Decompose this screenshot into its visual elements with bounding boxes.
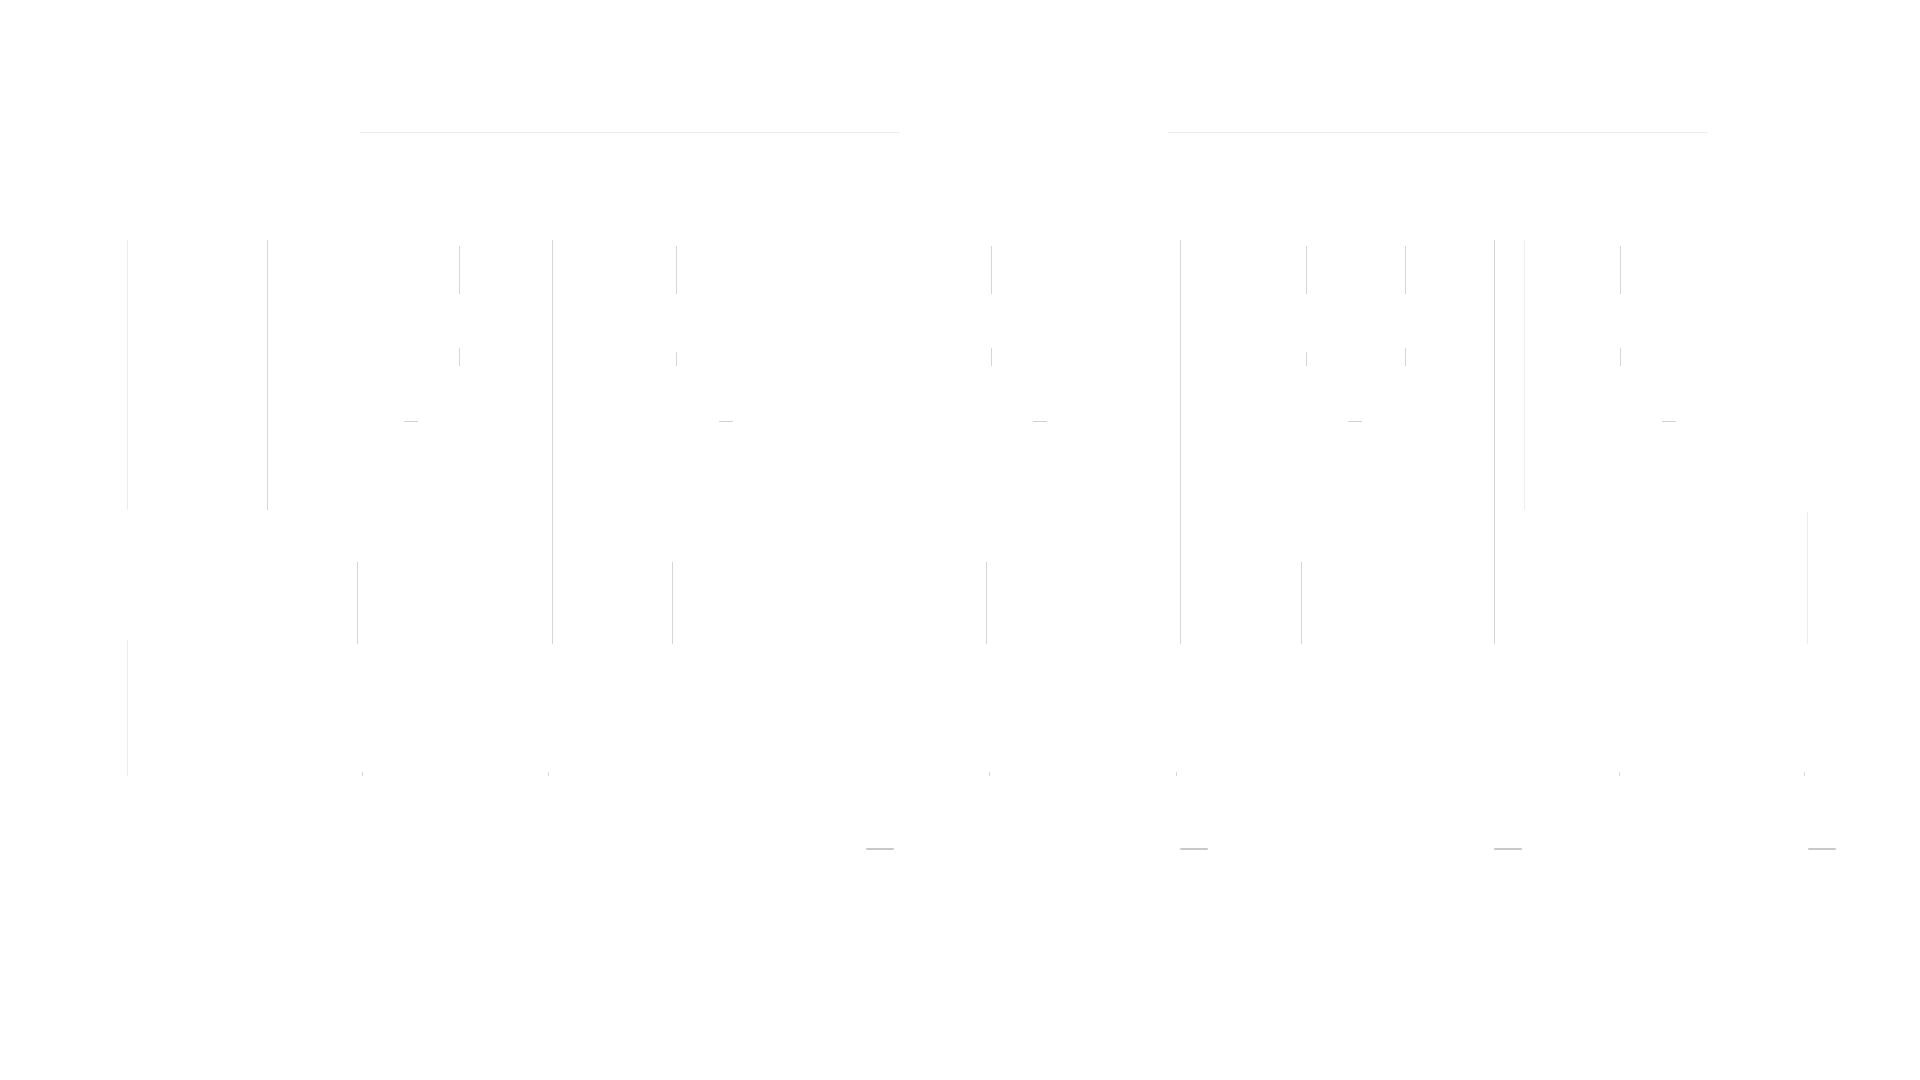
tick-mark <box>1804 772 1805 776</box>
placeholder-label <box>1662 421 1676 422</box>
column-divider <box>552 240 553 644</box>
placeholder-bar <box>459 348 460 366</box>
footer-placeholder <box>1180 848 1208 850</box>
placeholder-bar <box>986 562 987 644</box>
panel-divider <box>127 240 128 510</box>
panel-divider <box>127 640 128 776</box>
panel-divider <box>1524 240 1525 510</box>
placeholder-bar <box>1620 348 1621 366</box>
tick-mark <box>989 772 990 776</box>
placeholder-bar <box>357 562 358 644</box>
column-divider <box>1494 240 1495 644</box>
placeholder-bar <box>676 352 677 366</box>
placeholder-label <box>1348 421 1362 422</box>
placeholder-bar <box>991 348 992 366</box>
header-rule-right <box>1168 132 1708 133</box>
footer-placeholder <box>1494 848 1522 850</box>
placeholder-bar <box>991 246 992 294</box>
placeholder-label <box>1033 421 1047 422</box>
placeholder-bar <box>1306 352 1307 366</box>
tick-mark <box>362 772 363 776</box>
placeholder-label <box>719 421 733 422</box>
placeholder-label <box>404 421 418 422</box>
footer-placeholder <box>866 848 894 850</box>
tick-mark <box>548 772 549 776</box>
placeholder-bar <box>676 246 677 294</box>
placeholder-bar <box>1301 562 1302 644</box>
placeholder-bar <box>459 246 460 294</box>
tick-mark <box>1176 772 1177 776</box>
footer-placeholder <box>1808 848 1836 850</box>
placeholder-bar <box>1405 246 1406 294</box>
panel-divider <box>1807 512 1808 644</box>
column-divider <box>1180 240 1181 644</box>
placeholder-bar <box>1620 246 1621 294</box>
placeholder-bar <box>672 562 673 644</box>
placeholder-bar <box>1405 348 1406 366</box>
placeholder-bar <box>1306 246 1307 294</box>
header-rule-left <box>360 132 900 133</box>
panel-divider <box>267 240 268 510</box>
tick-mark <box>1619 772 1620 776</box>
